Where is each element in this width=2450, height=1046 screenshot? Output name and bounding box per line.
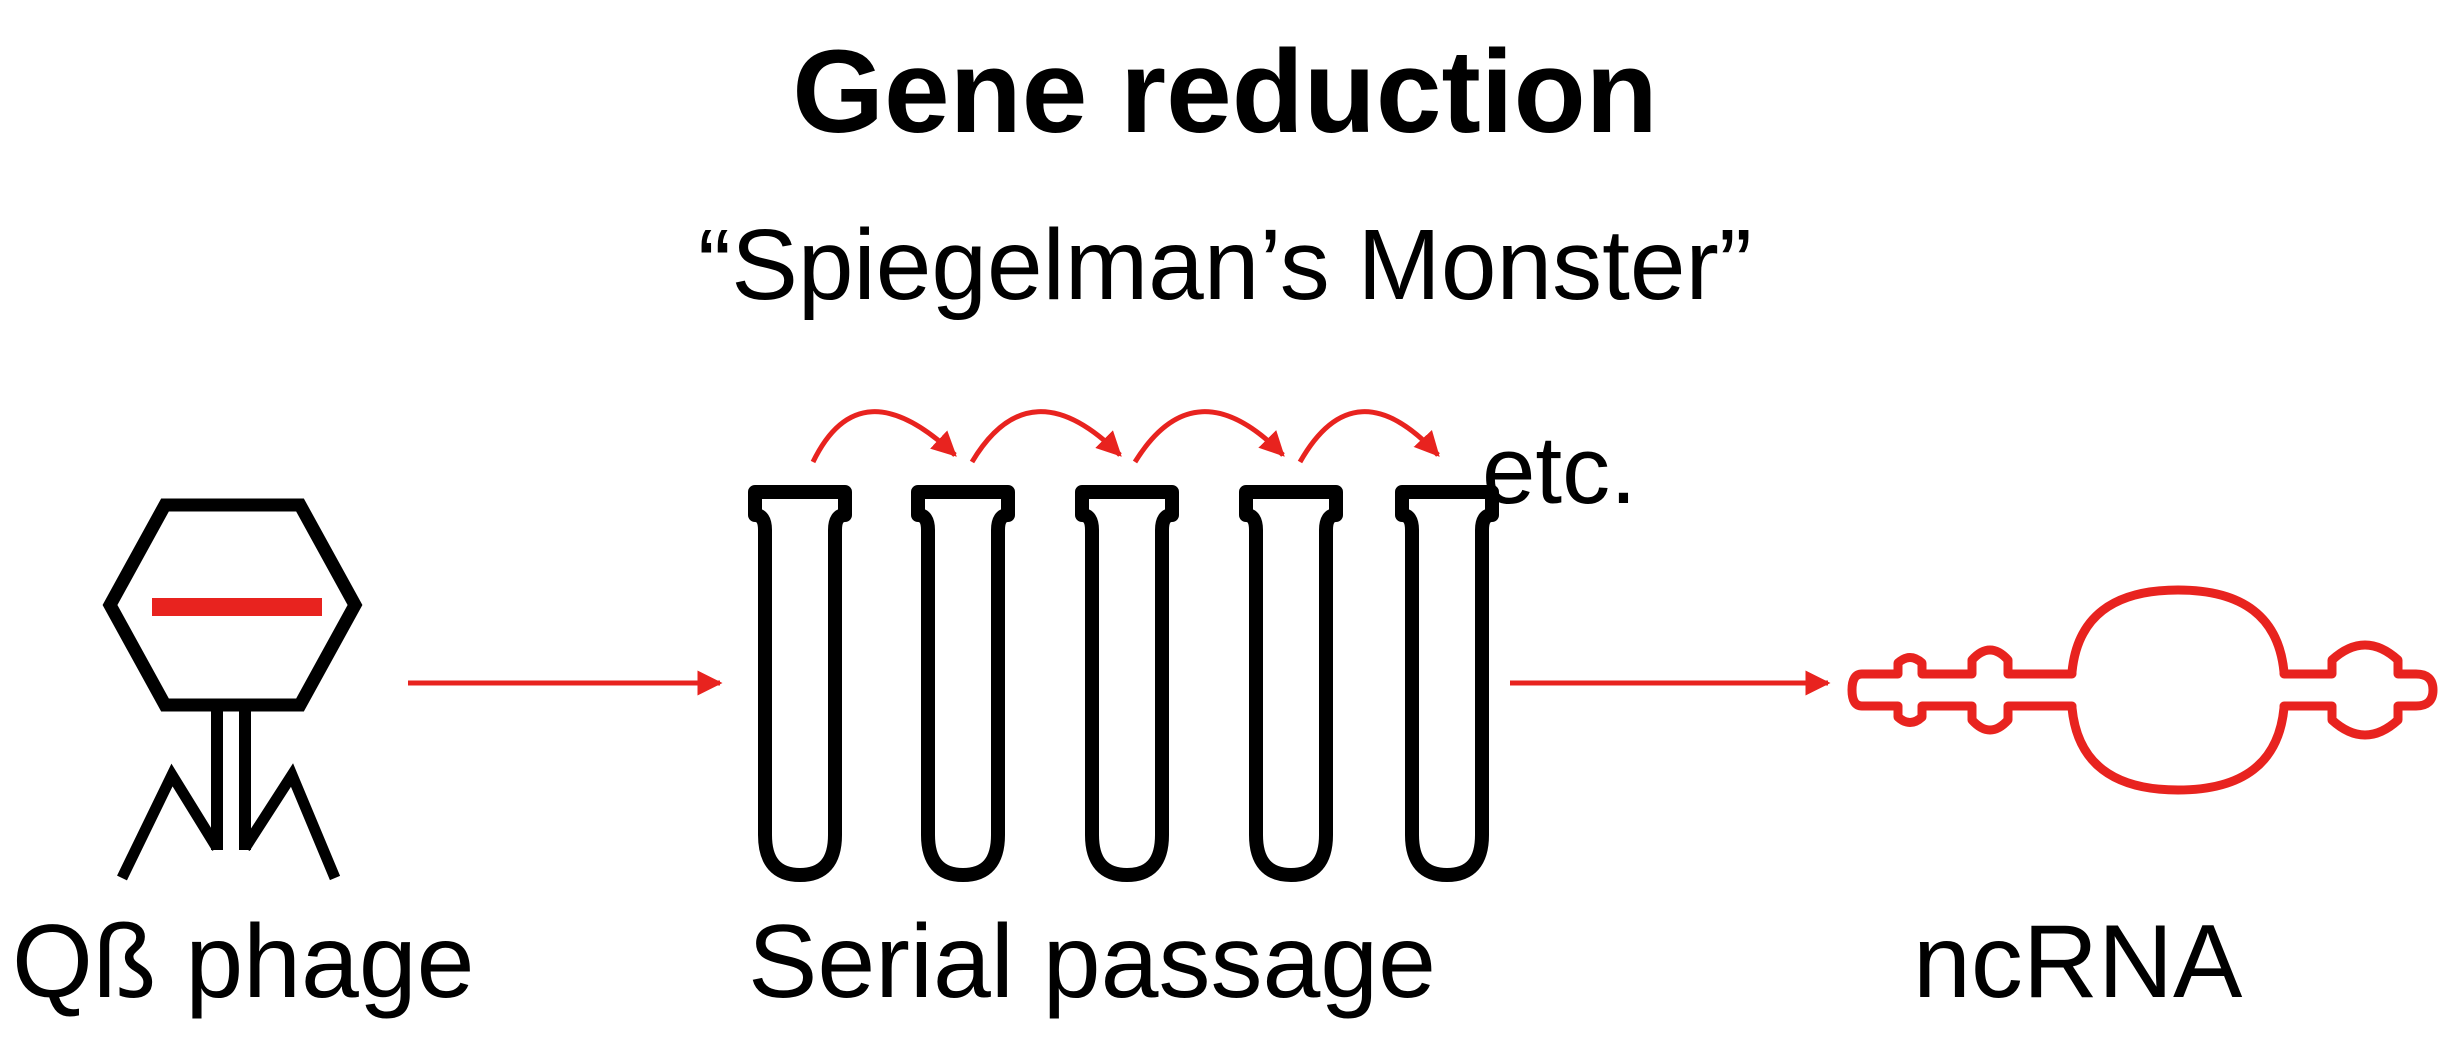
phage-leg-left <box>117 763 222 881</box>
phage-capsid <box>102 498 363 712</box>
title: Gene reduction <box>792 26 1658 158</box>
phage-leg-right <box>240 763 341 881</box>
ncrna-structure-icon <box>1847 585 2438 795</box>
transfer-arrow <box>969 409 1122 464</box>
test-tube-icon <box>1239 485 1343 882</box>
test-tube-icon <box>748 485 852 882</box>
rna-stem <box>1847 585 2438 795</box>
test-tube-icon <box>911 485 1015 882</box>
subtitle: “Spiegelman’s Monster” <box>697 209 1753 321</box>
etc-label: etc. <box>1482 417 1637 524</box>
test-tube-icon <box>1395 485 1499 882</box>
transfer-arrow <box>1297 409 1440 464</box>
test-tube-row <box>748 485 1499 882</box>
test-tube-icon <box>1075 485 1179 882</box>
transfer-arrows <box>810 409 1440 464</box>
phage-genome <box>152 598 322 616</box>
serial-passage-label: Serial passage <box>748 904 1436 1020</box>
transfer-arrow <box>810 409 957 464</box>
transfer-arrow <box>1132 409 1285 464</box>
ncrna-label: ncRNA <box>1913 904 2243 1020</box>
bacteriophage-icon <box>102 498 363 881</box>
phage-label: Qß phage <box>12 904 475 1020</box>
